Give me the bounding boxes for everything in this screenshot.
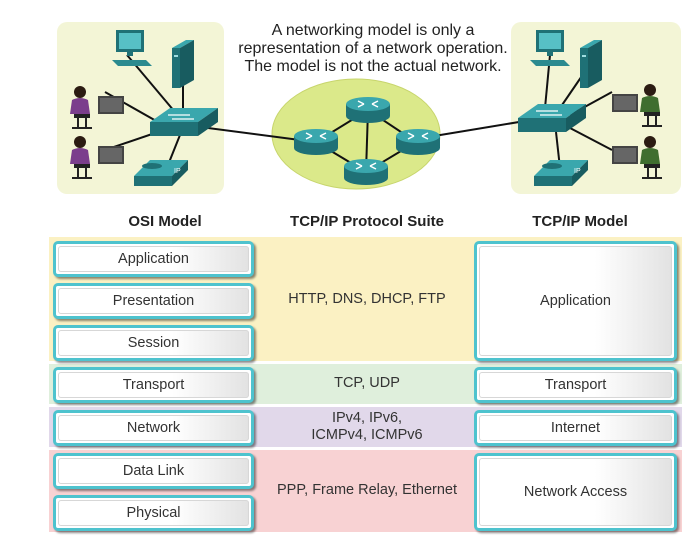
router-icon	[396, 129, 440, 155]
user-workstation-icon	[612, 136, 662, 179]
suite-network-protocols: IPv4, IPv6, ICMPv4, ICMPv6	[262, 410, 472, 444]
protocol-line: IPv4, IPv6,	[331, 410, 403, 426]
tcpip-layer-transport: Transport	[474, 367, 677, 403]
ip-phone-icon: IP	[134, 160, 188, 186]
computer-monitor-icon	[530, 30, 570, 66]
caption-line: representation of a network operation.	[238, 40, 508, 57]
ip-phone-icon: IP	[534, 160, 588, 186]
server-icon	[580, 40, 602, 88]
layer-label: Presentation	[58, 288, 249, 314]
server-icon	[172, 40, 194, 88]
protocol-line: ICMPv4, ICMPv6	[311, 427, 423, 443]
layer-label: Physical	[58, 500, 249, 526]
user-workstation-icon	[612, 84, 662, 127]
caption-line: The model is not the actual network.	[244, 58, 502, 75]
router-icon	[344, 159, 388, 185]
user-workstation-icon	[70, 86, 124, 129]
ip-phone-label: IP	[174, 168, 181, 175]
osi-model-header: OSI Model	[128, 213, 202, 230]
computer-monitor-icon	[112, 30, 152, 66]
layer-label: Internet	[479, 415, 672, 441]
layer-label: Network Access	[479, 458, 672, 526]
osi-layer-session: Session	[53, 325, 254, 361]
diagram-caption: A networking model is only a representat…	[228, 22, 518, 76]
layer-label: Data Link	[58, 458, 249, 484]
protocol-suite-header: TCP/IP Protocol Suite	[290, 213, 444, 230]
protocol-line: PPP, Frame Relay, Ethernet	[277, 482, 457, 498]
user-workstation-icon	[70, 136, 124, 179]
osi-layer-physical: Physical	[53, 495, 254, 531]
protocol-line: HTTP, DNS, DHCP, FTP	[288, 291, 446, 307]
layer-label: Transport	[58, 372, 249, 398]
router-icon	[346, 97, 390, 123]
tcpip-model-header: TCP/IP Model	[532, 213, 628, 230]
layer-label: Session	[58, 330, 249, 356]
network-cloud	[271, 78, 441, 190]
osi-layer-presentation: Presentation	[53, 283, 254, 319]
layer-label: Transport	[479, 372, 672, 398]
tcpip-layer-internet: Internet	[474, 410, 677, 446]
layer-label: Application	[479, 246, 672, 356]
osi-layer-network: Network	[53, 410, 254, 446]
protocol-line: TCP, UDP	[334, 375, 400, 391]
tcpip-layer-application: Application	[474, 241, 677, 361]
switch-icon	[518, 104, 586, 132]
layer-label: Application	[58, 246, 249, 272]
layer-label: Network	[58, 415, 249, 441]
osi-layer-data-link: Data Link	[53, 453, 254, 489]
suite-application-protocols: HTTP, DNS, DHCP, FTP	[262, 291, 472, 308]
suite-link-protocols: PPP, Frame Relay, Ethernet	[262, 482, 472, 499]
osi-layer-application: Application	[53, 241, 254, 277]
switch-icon	[150, 108, 218, 136]
suite-transport-protocols: TCP, UDP	[262, 375, 472, 392]
tcpip-layer-network-access: Network Access	[474, 453, 677, 531]
caption-line: A networking model is only a	[271, 22, 475, 39]
osi-layer-transport: Transport	[53, 367, 254, 403]
ip-phone-label: IP	[574, 168, 581, 175]
router-icon	[294, 129, 338, 155]
